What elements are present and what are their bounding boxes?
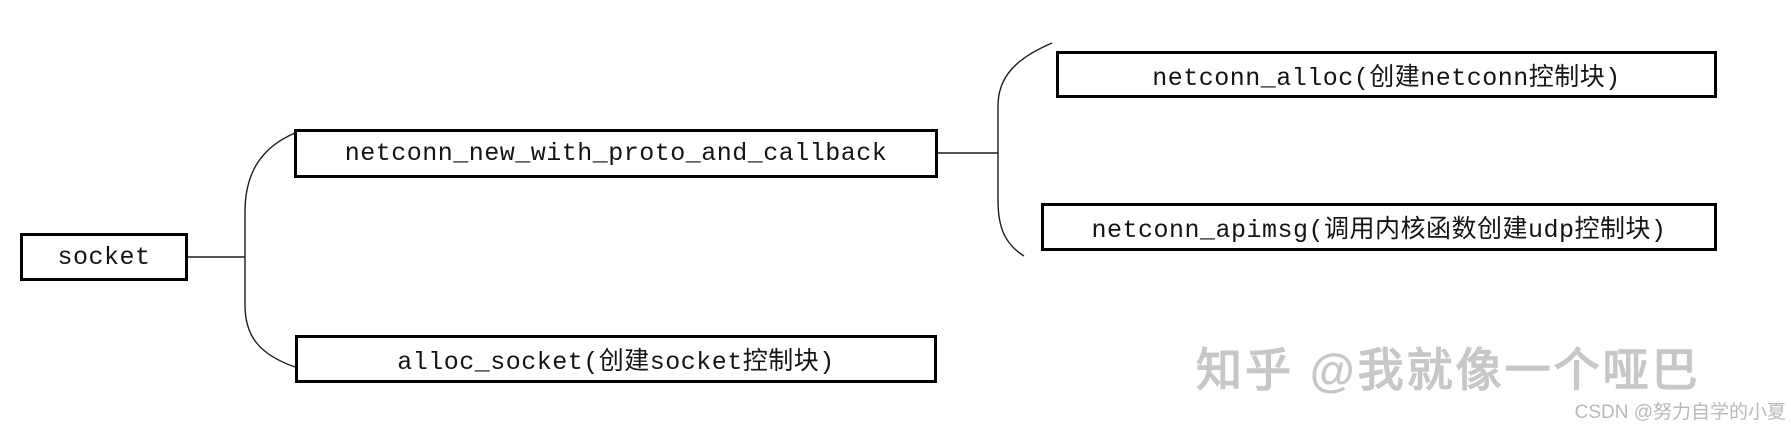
node-socket: socket (20, 233, 188, 281)
node-alloc-socket: alloc_socket(创建socket控制块) (295, 335, 937, 383)
left-brace (244, 132, 296, 368)
node-netconn-alloc: netconn_alloc(创建netconn控制块) (1056, 51, 1717, 98)
right-brace (997, 42, 1053, 257)
node-netconn-apimsg: netconn_apimsg(调用内核函数创建udp控制块) (1041, 203, 1717, 251)
watermark-csdn: CSDN @努力自学的小夏 (1574, 402, 1786, 423)
node-netconn-new-with-proto-and-callback: netconn_new_with_proto_and_callback (294, 129, 938, 178)
watermark-zhihu: 知乎 @我就像一个哑巴 (1196, 344, 1701, 396)
